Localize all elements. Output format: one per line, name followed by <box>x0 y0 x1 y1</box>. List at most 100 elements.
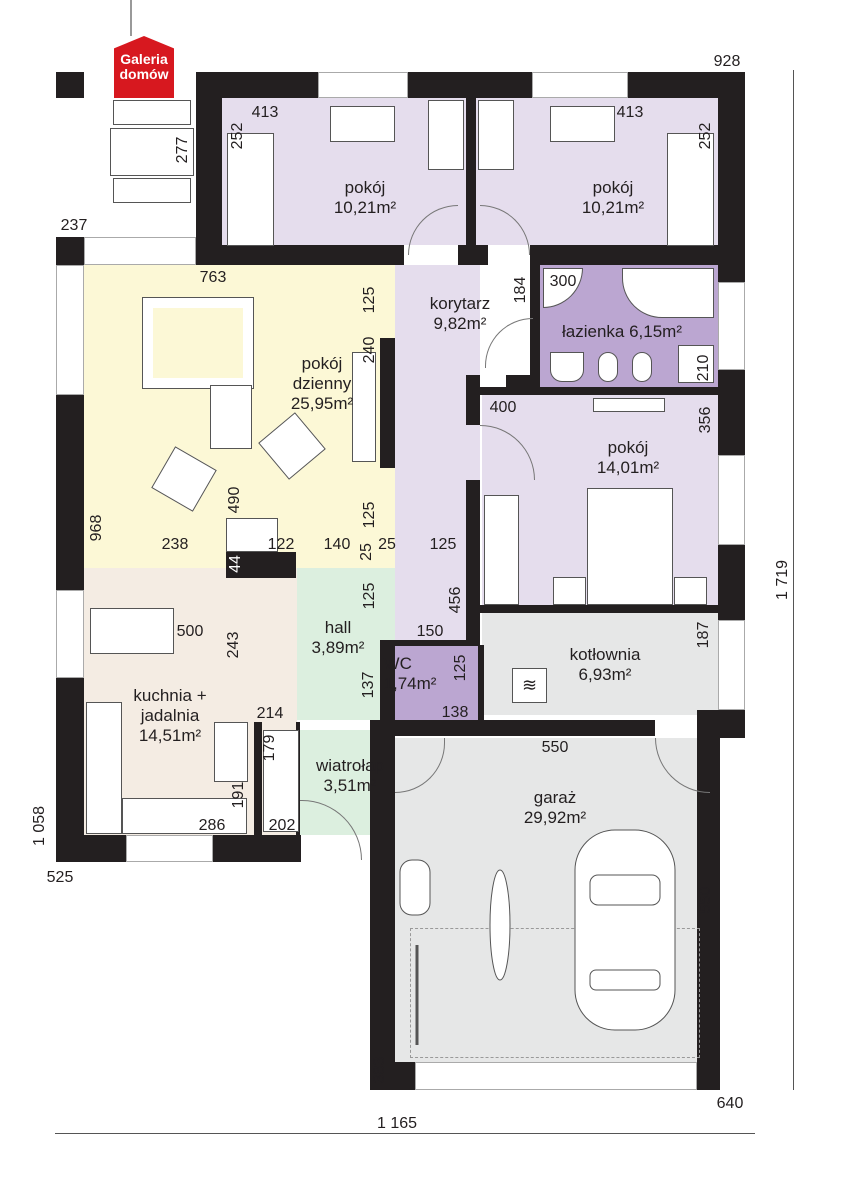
wall <box>466 480 480 645</box>
wardrobe <box>428 100 464 170</box>
wall <box>718 710 745 738</box>
dimension: 456 <box>447 586 464 614</box>
toilet <box>598 352 618 382</box>
dimension: 413 <box>616 104 644 121</box>
desk <box>330 106 395 142</box>
room-area: 14,01m² <box>596 458 660 477</box>
wall <box>226 552 296 578</box>
dimension: 277 <box>174 136 191 164</box>
dresser <box>593 398 665 412</box>
wall <box>718 370 745 455</box>
room-wc <box>395 645 478 722</box>
wall <box>697 710 720 1090</box>
dimension: 202 <box>268 817 296 834</box>
window <box>532 72 628 98</box>
room-area: 1,74m² <box>383 674 437 693</box>
wall <box>196 245 404 265</box>
dimension: 413 <box>251 104 279 121</box>
room-area: 14,51m² <box>138 726 202 745</box>
dimension: 122 <box>267 536 295 553</box>
dimension: 300 <box>549 273 577 290</box>
kitchen-island <box>214 722 248 782</box>
room-name: korytarz <box>429 294 491 313</box>
window <box>56 265 84 395</box>
wall <box>56 835 126 862</box>
nightstand <box>553 577 586 605</box>
window <box>718 620 745 710</box>
dimension: 138 <box>441 704 469 721</box>
dimension: 187 <box>695 621 712 649</box>
room-corridor <box>395 265 480 640</box>
dimension: 125 <box>361 582 378 610</box>
wall <box>380 720 655 736</box>
wardrobe <box>113 178 191 203</box>
room-name: pokój <box>592 178 634 197</box>
wall <box>56 395 84 590</box>
bed <box>227 133 274 246</box>
room-hall <box>297 568 395 720</box>
wall <box>370 1062 415 1090</box>
window <box>318 72 408 98</box>
wall <box>380 640 480 646</box>
wall <box>56 237 84 265</box>
room-name: WC <box>383 654 412 673</box>
wall <box>380 338 395 468</box>
room-label-bathroom: łazienka 6,15m² <box>562 322 682 342</box>
room-area: 9,82m² <box>433 314 487 333</box>
wardrobe <box>110 128 194 176</box>
logo: Galeria domów <box>114 36 174 98</box>
dimension: 243 <box>225 631 242 659</box>
dimension: 968 <box>88 514 105 542</box>
bed <box>587 488 673 605</box>
window <box>718 282 745 370</box>
wall <box>380 640 395 740</box>
room-name: garaż <box>533 788 577 807</box>
dimension: 928 <box>713 53 741 70</box>
wall <box>530 245 745 265</box>
dimension: 252 <box>229 122 246 150</box>
room-name: kotłownia <box>569 645 641 664</box>
dimension-line <box>55 1133 755 1134</box>
dimension: 1 165 <box>376 1115 418 1132</box>
kitchen-counter <box>86 702 122 834</box>
desk <box>550 106 615 142</box>
wardrobe <box>113 100 191 125</box>
wall <box>466 375 480 425</box>
car-icon <box>574 829 676 1031</box>
room-area: 29,92m² <box>523 808 587 827</box>
dimension: 500 <box>176 623 204 640</box>
wall <box>408 72 532 98</box>
room-name: pokój <box>607 438 649 457</box>
room-name: kuchnia + jadalnia <box>133 686 207 725</box>
parking-area <box>410 928 700 1058</box>
room-area: 3,51m² <box>323 776 377 795</box>
sofa <box>142 297 254 389</box>
logo-string <box>130 0 132 36</box>
coffee-table <box>210 385 252 449</box>
dimension: 400 <box>489 399 517 416</box>
room-area: 10,21m² <box>333 198 397 217</box>
lawnmower-icon <box>399 859 431 916</box>
dimension: 25 <box>358 543 375 561</box>
sink <box>550 352 584 382</box>
room-name: hall <box>324 618 352 637</box>
dimension: 1 719 <box>774 559 791 601</box>
washing-machine <box>678 345 714 383</box>
room-name: łazienka 6,15m² <box>561 322 683 341</box>
dimension: 286 <box>198 817 226 834</box>
dimension: 240 <box>361 336 378 364</box>
dimension: 137 <box>360 671 377 699</box>
dimension: 125 <box>429 536 457 553</box>
room-area: 10,21m² <box>581 198 645 217</box>
wall <box>196 72 222 265</box>
window <box>718 455 745 545</box>
dimension: 44 <box>227 555 244 573</box>
dimension: 550 <box>697 886 714 914</box>
door[interactable] <box>485 318 533 368</box>
bidet <box>632 352 652 382</box>
